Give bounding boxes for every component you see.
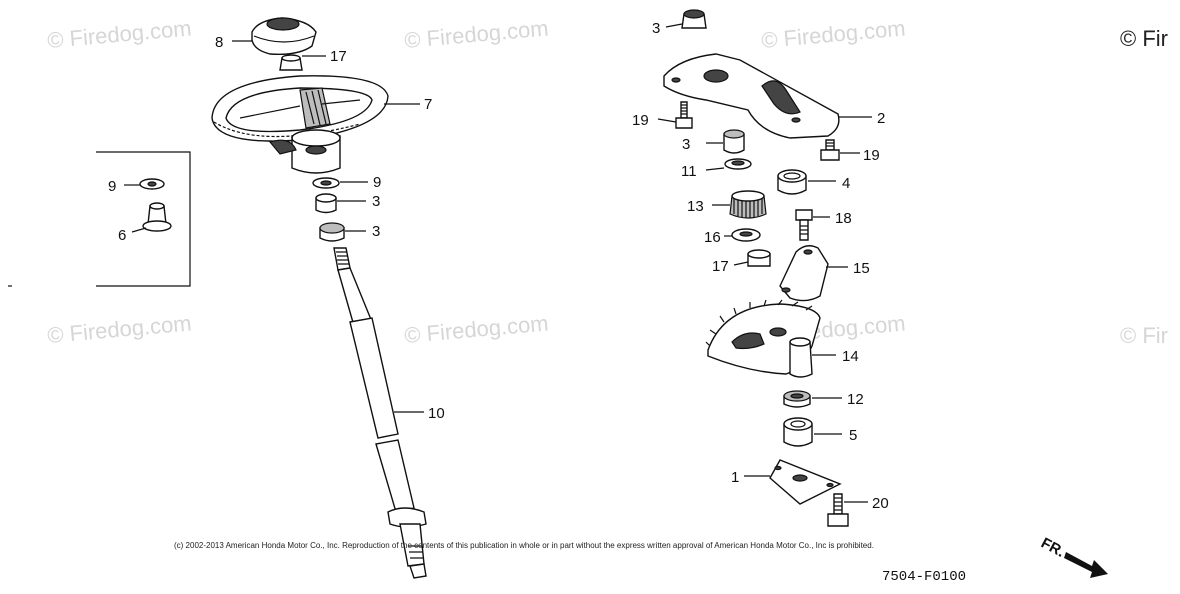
callout-7: 7 <box>424 96 432 113</box>
bush-5 <box>783 417 813 447</box>
callout-8: 8 <box>215 34 223 51</box>
plate-1 <box>769 459 842 505</box>
watermark: © Firedog.com <box>46 310 192 348</box>
bolt-18 <box>795 209 813 241</box>
bush-12 <box>783 390 811 408</box>
callout-12: 12 <box>847 391 864 408</box>
callout-9: 9 <box>108 178 116 195</box>
callout-2: 2 <box>877 110 885 127</box>
inset-washer <box>139 178 165 190</box>
callout-6: 6 <box>118 227 126 244</box>
front-arrow-icon <box>1064 552 1108 578</box>
callout-3: 3 <box>682 136 690 153</box>
shaft-bush-lower <box>319 222 345 242</box>
steering-wheel <box>211 75 389 174</box>
callout-13: 13 <box>687 198 704 215</box>
watermark: © Firedog.com <box>403 310 549 348</box>
inset-frame <box>96 151 191 287</box>
callout-10: 10 <box>428 405 445 422</box>
top-bush <box>681 9 707 29</box>
callout-18: 18 <box>835 210 852 227</box>
watermark: © Fir <box>1120 323 1168 348</box>
watermark: © Fir <box>1120 26 1168 51</box>
nut-17 <box>747 249 771 267</box>
wheel-cap <box>251 17 317 56</box>
callout-4: 4 <box>842 175 850 192</box>
plate-15 <box>779 245 829 302</box>
callout-16: 16 <box>704 229 721 246</box>
bush-4 <box>777 169 807 195</box>
callout-17: 17 <box>712 258 729 275</box>
steering-shaft <box>333 247 427 579</box>
callout-1: 1 <box>731 469 739 486</box>
copyright-notice: (c) 2002-2013 American Honda Motor Co., … <box>174 541 874 550</box>
bracket-bolt-left <box>675 101 693 129</box>
wheel-nut <box>279 54 303 71</box>
shaft-washer <box>312 177 340 189</box>
washer-16 <box>731 228 761 242</box>
callout-20: 20 <box>872 495 889 512</box>
callout-19: 19 <box>632 112 649 129</box>
callout-3: 3 <box>652 20 660 37</box>
callout-3: 3 <box>372 193 380 210</box>
sector-gear <box>705 299 821 378</box>
inset-bush <box>142 202 172 232</box>
watermark: © Firedog.com <box>403 15 549 53</box>
callout-3: 3 <box>372 223 380 240</box>
callout-11: 11 <box>681 163 697 180</box>
callout-17: 17 <box>330 48 347 65</box>
watermark: © Firedog.com <box>46 15 192 53</box>
bracket-bush <box>723 129 745 154</box>
front-arrow: FR. <box>1038 535 1108 578</box>
pinion-gear <box>729 190 767 219</box>
shaft-bush-upper <box>315 193 337 214</box>
diagram-code: 7504-F0100 <box>882 569 966 585</box>
callout-9: 9 <box>373 174 381 191</box>
front-label: FR. <box>1038 535 1067 561</box>
callout-5: 5 <box>849 427 857 444</box>
bolt-20 <box>827 493 849 527</box>
callout-15: 15 <box>853 260 870 277</box>
washer-11 <box>724 158 752 170</box>
callout-14: 14 <box>842 348 859 365</box>
steering-bracket <box>663 53 840 139</box>
bracket-bolt-right <box>820 139 840 161</box>
watermark: © Firedog.com <box>760 15 906 53</box>
callout-19: 19 <box>863 147 880 164</box>
